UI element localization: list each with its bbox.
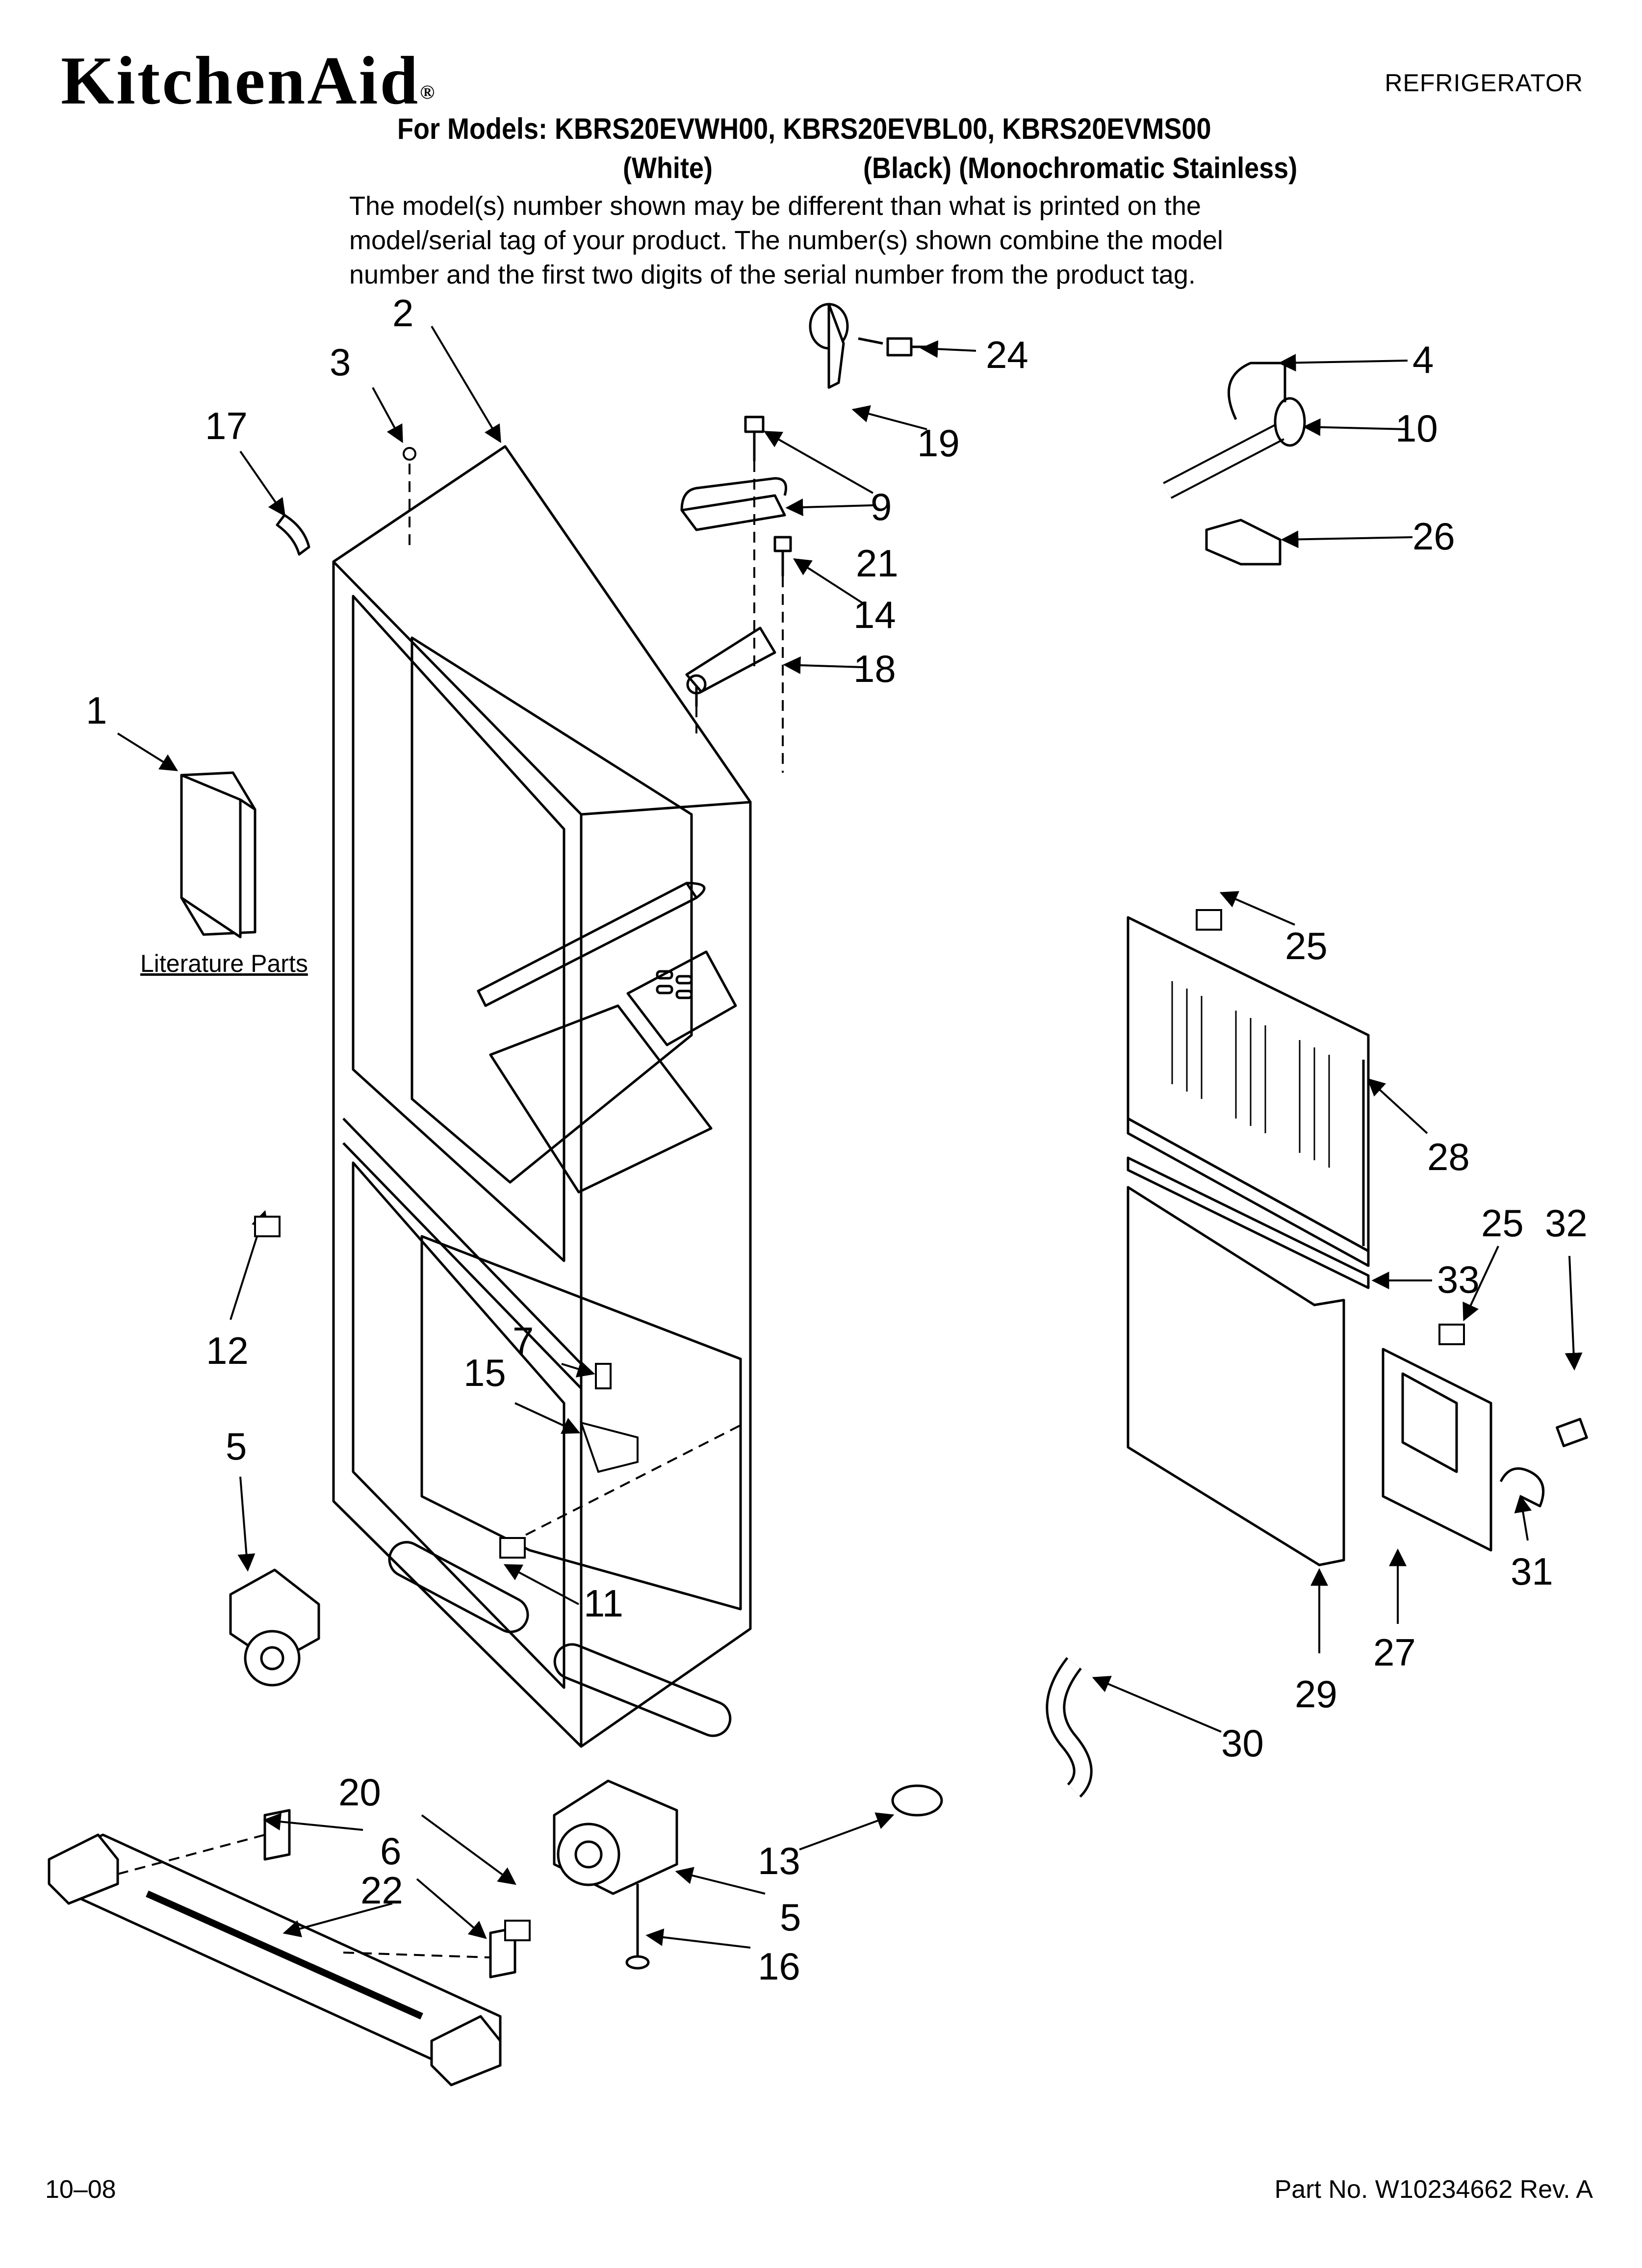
leveling-leg bbox=[625, 1884, 650, 1970]
callout-21: 21 bbox=[856, 542, 898, 585]
toe-grille bbox=[48, 1833, 502, 2086]
screw-25-upper bbox=[1196, 909, 1222, 931]
leveling-pad bbox=[891, 1784, 943, 1817]
callout-25-upper: 25 bbox=[1285, 924, 1328, 967]
variant-black-stainless: (Black) (Monochromatic Stainless) bbox=[863, 152, 1298, 184]
callout-16: 16 bbox=[758, 1945, 800, 1988]
door-stop-bracket bbox=[809, 303, 932, 389]
rear-roller-assembly bbox=[553, 1779, 678, 1895]
callout-28: 28 bbox=[1427, 1135, 1470, 1178]
water-tube-assembly bbox=[1163, 362, 1306, 499]
tube-clip bbox=[1205, 519, 1282, 566]
callout-25-lower: 25 bbox=[1481, 1201, 1524, 1245]
screw-7 bbox=[595, 1363, 612, 1389]
clamp bbox=[1499, 1467, 1545, 1508]
callout-18: 18 bbox=[853, 647, 896, 690]
control-bracket bbox=[1382, 1348, 1492, 1552]
vent-grille bbox=[626, 950, 737, 1046]
callout-33: 33 bbox=[1437, 1258, 1480, 1301]
seal-strip bbox=[1127, 1156, 1370, 1289]
callout-19: 19 bbox=[917, 421, 960, 465]
intro-line: The model(s) number shown may be differe… bbox=[349, 191, 1201, 221]
top-hinge-assembly bbox=[680, 416, 792, 706]
callout-26: 26 bbox=[1412, 515, 1455, 558]
callout-11: 11 bbox=[584, 1582, 623, 1625]
insulation-panel bbox=[1127, 1186, 1345, 1566]
callout-1: 1 bbox=[86, 689, 107, 732]
rear-access-panel bbox=[1127, 916, 1370, 1267]
callout-31: 31 bbox=[1511, 1550, 1553, 1593]
callout-2: 2 bbox=[392, 291, 413, 335]
literature-parts-label: Literature Parts bbox=[140, 950, 308, 977]
screw-20 bbox=[504, 1920, 531, 1941]
footer-date: 10–08 bbox=[45, 2175, 116, 2204]
intro-line: number and the first two digits of the s… bbox=[349, 260, 1196, 289]
callout-29: 29 bbox=[1295, 1672, 1337, 1716]
callout-3: 3 bbox=[330, 340, 351, 384]
callout-6: 6 bbox=[380, 1829, 401, 1873]
footer-part-number: Part No. W10234662 Rev. A bbox=[1274, 2175, 1593, 2204]
callout-5-right: 5 bbox=[780, 1896, 801, 1939]
callout-9: 9 bbox=[871, 485, 892, 528]
screw bbox=[1556, 1418, 1588, 1447]
callout-20: 20 bbox=[338, 1771, 381, 1814]
gasket-strip bbox=[276, 514, 310, 556]
callout-10: 10 bbox=[1395, 407, 1438, 450]
literature-booklet bbox=[180, 771, 257, 938]
screw-12 bbox=[254, 1216, 281, 1237]
callout-7: 7 bbox=[513, 1319, 534, 1362]
callout-12: 12 bbox=[206, 1329, 249, 1372]
screw-25-lower bbox=[1438, 1324, 1465, 1345]
screw-3 bbox=[403, 447, 416, 461]
callout-15: 15 bbox=[463, 1351, 506, 1394]
intro-paragraph: The model(s) number shown may be differe… bbox=[349, 189, 1526, 292]
bracket-15 bbox=[579, 1421, 639, 1473]
brand-name: KitchenAid bbox=[61, 43, 420, 119]
callout-17: 17 bbox=[205, 404, 248, 447]
callout-14: 14 bbox=[853, 593, 896, 636]
callout-30: 30 bbox=[1221, 1721, 1264, 1765]
variant-white: (White) bbox=[623, 152, 713, 184]
cabinet-body bbox=[332, 445, 752, 1748]
grille-clip-left bbox=[263, 1809, 291, 1861]
callout-24: 24 bbox=[986, 333, 1028, 376]
intro-line: model/serial tag of your product. The nu… bbox=[349, 226, 1223, 255]
callout-13: 13 bbox=[758, 1839, 800, 1882]
models-line: For Models: KBRS20EVWH00, KBRS20EVBL00, … bbox=[397, 112, 1211, 145]
callout-5-left: 5 bbox=[226, 1425, 247, 1468]
callout-32: 32 bbox=[1545, 1201, 1588, 1245]
front-roller-left bbox=[229, 1568, 320, 1687]
callout-27: 27 bbox=[1373, 1631, 1416, 1674]
document-type: REFRIGERATOR bbox=[1385, 69, 1583, 97]
callout-4: 4 bbox=[1412, 338, 1434, 381]
brand-logo: KitchenAid® bbox=[61, 47, 436, 115]
callout-22: 22 bbox=[360, 1869, 403, 1912]
registered-mark: ® bbox=[420, 81, 437, 103]
